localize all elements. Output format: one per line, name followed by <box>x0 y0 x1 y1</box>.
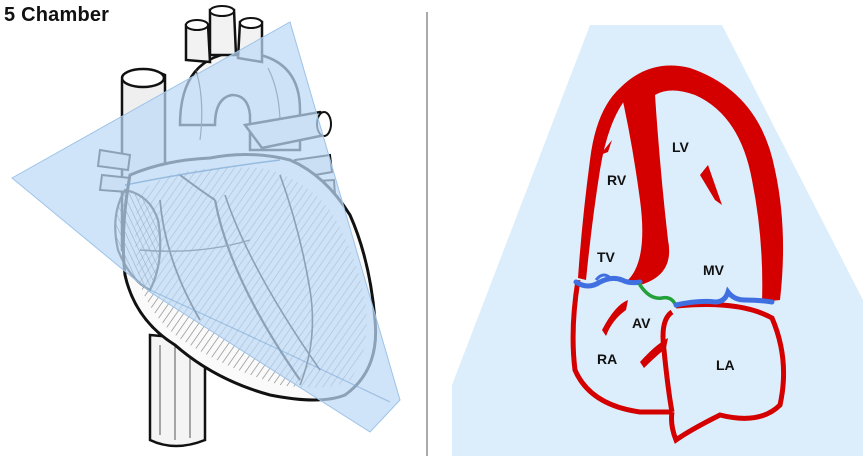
label-rv: RV <box>607 172 627 188</box>
label-tv: TV <box>597 249 616 265</box>
label-mv: MV <box>703 262 725 278</box>
label-lv: LV <box>672 139 690 155</box>
label-ra: RA <box>597 351 617 367</box>
anatomical-heart-icon <box>0 0 430 456</box>
label-av: AV <box>632 315 651 331</box>
echo-schematic: LV RV TV MV AV RA LA <box>430 0 863 456</box>
label-la: LA <box>716 357 735 373</box>
panel-divider <box>426 12 428 456</box>
